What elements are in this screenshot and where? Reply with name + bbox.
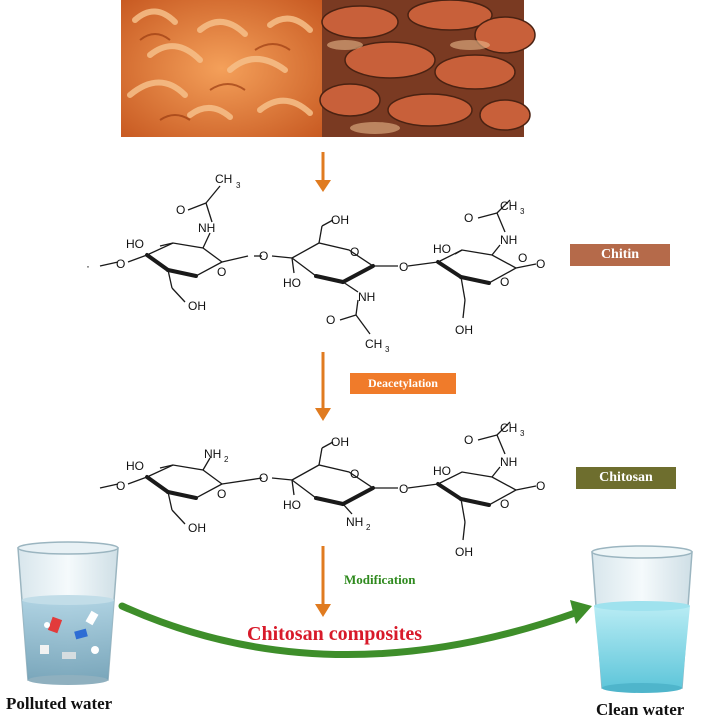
svg-text:O: O [536, 479, 545, 493]
shrimp-photo [121, 0, 322, 137]
svg-text:CH: CH [365, 337, 382, 351]
svg-text:O: O [399, 482, 408, 496]
svg-text:O: O [399, 260, 408, 274]
svg-text:OH: OH [188, 521, 206, 535]
svg-text:3: 3 [520, 429, 525, 438]
svg-text:HO: HO [283, 498, 301, 512]
svg-text:O: O [326, 313, 335, 327]
arrow-down-1 [315, 152, 331, 192]
svg-text:O: O [116, 479, 125, 493]
chitosan-labels: O HO NH 2 O O OH OH O HO NH 2 O HO NH O … [116, 421, 545, 559]
svg-text:O: O [350, 245, 359, 259]
chitin-structure [99, 185, 537, 335]
svg-text:NH: NH [500, 233, 517, 247]
svg-text:NH: NH [500, 455, 517, 469]
chitosan-composites-label: Chitosan composites [247, 623, 423, 645]
svg-text:OH: OH [455, 545, 473, 559]
svg-text:CH: CH [500, 199, 517, 213]
polluted-water-label: Polluted water [6, 694, 113, 713]
svg-text:O: O [350, 467, 359, 481]
chitosan-label: Chitosan [576, 467, 676, 489]
svg-text:HO: HO [283, 276, 301, 290]
clean-water-glass-icon [591, 545, 693, 693]
svg-text:OH: OH [188, 299, 206, 313]
polluted-water-glass-icon [17, 541, 119, 685]
svg-text:NH: NH [346, 515, 363, 529]
svg-text:CH: CH [215, 172, 232, 186]
clean-water-label: Clean water [596, 700, 685, 719]
svg-text:O: O [176, 203, 185, 217]
svg-text:O: O [259, 249, 268, 263]
deacetylation-label: Deacetylation [350, 373, 456, 394]
svg-text:O: O [464, 433, 473, 447]
svg-text:O: O [464, 211, 473, 225]
arrow-down-3 [315, 546, 331, 617]
svg-text:NH: NH [198, 221, 215, 235]
svg-text:O: O [536, 257, 545, 271]
svg-text:HO: HO [433, 242, 451, 256]
svg-text:O: O [217, 487, 226, 501]
chitosan-structure [99, 421, 537, 541]
svg-text:HO: HO [126, 237, 144, 251]
svg-text:3: 3 [385, 345, 390, 354]
svg-text:NH: NH [358, 290, 375, 304]
svg-text:CH: CH [500, 421, 517, 435]
svg-text:·: · [86, 259, 90, 273]
svg-text:HO: HO [433, 464, 451, 478]
svg-text:2: 2 [366, 523, 371, 532]
modification-label: Modification [344, 572, 416, 587]
svg-text:NH: NH [204, 447, 221, 461]
svg-text:OH: OH [331, 213, 349, 227]
svg-text:OH: OH [455, 323, 473, 337]
svg-text:2: 2 [224, 455, 229, 464]
purification-arrow [118, 600, 592, 658]
svg-text:O: O [217, 265, 226, 279]
chitin-labels: · O HO NH O CH 3 O O OH OH O HO NH O CH … [86, 172, 545, 354]
svg-text:O: O [116, 257, 125, 271]
svg-text:O: O [518, 251, 527, 265]
svg-text:O: O [259, 471, 268, 485]
svg-text:O: O [500, 497, 509, 511]
svg-text:3: 3 [236, 181, 241, 190]
arrow-down-2 [315, 352, 331, 421]
crab-photo [319, 0, 536, 137]
chitin-label: Chitin [570, 244, 670, 266]
svg-text:OH: OH [331, 435, 349, 449]
svg-text:HO: HO [126, 459, 144, 473]
svg-text:3: 3 [520, 207, 525, 216]
svg-text:O: O [500, 275, 509, 289]
